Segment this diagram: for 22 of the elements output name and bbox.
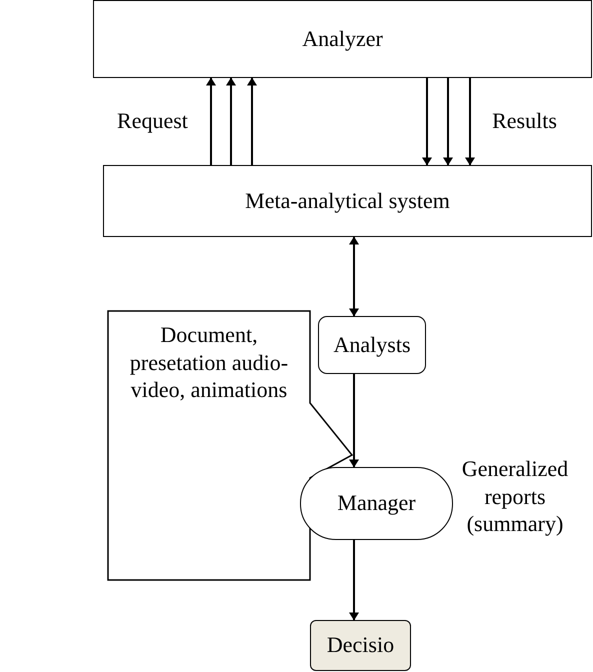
arrow (206, 78, 216, 165)
arrow-label: Request (116, 107, 189, 134)
arrow (226, 78, 236, 165)
node-text: Meta-analytical system (244, 188, 451, 214)
node-text: Decisio (326, 632, 396, 659)
arrow (247, 78, 257, 165)
arrow-label: Results (491, 107, 558, 134)
node-text: Manager (336, 490, 417, 517)
arrow (443, 78, 453, 166)
process-box (93, 0, 592, 78)
process-box (103, 165, 592, 237)
process-box (318, 316, 426, 374)
arrow (349, 236, 359, 316)
arrow (422, 78, 432, 166)
node-text: Document, presetation audio-video, animations (128, 321, 290, 404)
node-text: Analyzer (301, 26, 384, 52)
arrow (349, 540, 359, 620)
arrow (349, 374, 359, 468)
arrow-label: Generalized reports (summary) (460, 455, 570, 538)
arrow (465, 78, 475, 166)
process-box (310, 620, 411, 671)
node-text: Analysts (332, 332, 412, 358)
